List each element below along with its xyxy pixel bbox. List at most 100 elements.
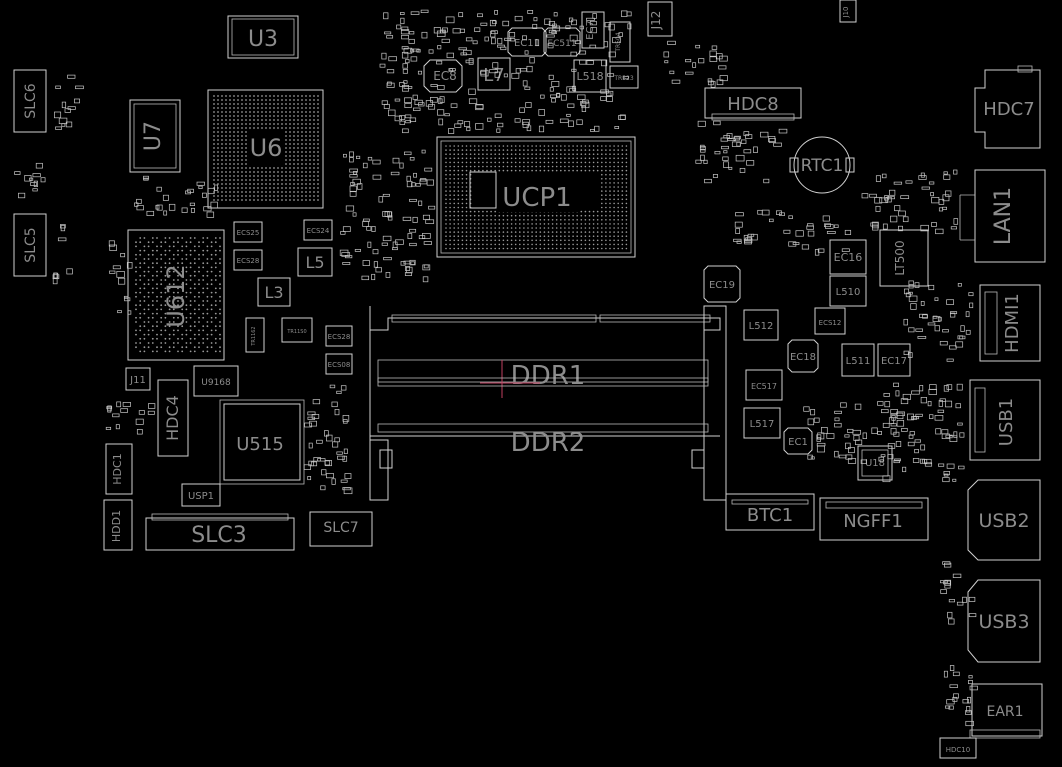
label-lan1: LAN1 bbox=[991, 187, 1016, 245]
component-ec8[interactable]: EC8 bbox=[423, 59, 463, 93]
component-l7[interactable]: L7 bbox=[477, 57, 511, 91]
component-rtc1[interactable]: RTC1 bbox=[789, 136, 855, 194]
component-l3[interactable]: L3 bbox=[257, 277, 291, 307]
component-l511[interactable]: L511 bbox=[841, 343, 875, 377]
label-ec16: EC16 bbox=[834, 251, 863, 264]
label-u7: U7 bbox=[141, 121, 166, 151]
label-ecs28: ECS28 bbox=[237, 257, 260, 265]
label-lt500: LT500 bbox=[893, 240, 907, 275]
component-hdc8[interactable]: HDC8 bbox=[704, 87, 802, 121]
component-btc1[interactable]: BTC1 bbox=[725, 493, 815, 531]
component-ec16[interactable]: EC16 bbox=[829, 239, 867, 275]
label-ec1: EC1 bbox=[788, 437, 808, 448]
component-ec1[interactable]: EC1 bbox=[783, 427, 813, 455]
component-u18[interactable]: U18 bbox=[857, 445, 893, 481]
component-usb2[interactable]: USB2 bbox=[967, 479, 1041, 561]
component-ecs28b[interactable]: ECS28 bbox=[325, 325, 353, 347]
component-ear1[interactable]: EAR1 bbox=[969, 683, 1043, 739]
component-lt500[interactable]: LT500 bbox=[879, 229, 929, 287]
label-l3: L3 bbox=[264, 283, 283, 302]
u612-ball-grid bbox=[135, 237, 221, 353]
label-ec511: EC511 bbox=[547, 39, 576, 49]
component-l510[interactable]: L510 bbox=[829, 275, 867, 307]
component-u3[interactable]: U3 bbox=[227, 15, 299, 59]
component-ddr1[interactable]: DDR1 bbox=[369, 306, 721, 501]
component-slc3[interactable]: SLC3 bbox=[145, 513, 295, 551]
label-ec8: EC8 bbox=[433, 69, 457, 83]
component-u7[interactable]: U7 bbox=[129, 99, 181, 173]
component-u6[interactable]: U6 bbox=[207, 89, 324, 209]
component-ddr2[interactable]: DDR2 bbox=[370, 305, 727, 501]
component-l518[interactable]: L518 bbox=[573, 59, 607, 93]
component-u9168[interactable]: U9168 bbox=[193, 365, 239, 397]
component-usb1[interactable]: USB1 bbox=[969, 379, 1041, 461]
component-tr523[interactable]: TR523 bbox=[609, 65, 639, 89]
component-j11[interactable]: J11 bbox=[125, 367, 151, 391]
component-u612[interactable]: U612 bbox=[127, 229, 225, 361]
component-ec17[interactable]: EC17 bbox=[877, 343, 911, 377]
label-tr1162: TR1162 bbox=[251, 326, 257, 346]
component-tr1162[interactable]: TR1162 bbox=[245, 317, 265, 353]
label-rtc1: RTC1 bbox=[801, 156, 844, 176]
component-hdc4[interactable]: HDC4 bbox=[157, 379, 189, 457]
label-slc7: SLC7 bbox=[323, 520, 358, 536]
component-ec11[interactable]: EC11 bbox=[507, 27, 547, 57]
component-usb3[interactable]: USB3 bbox=[967, 579, 1041, 663]
label-tr523: TR523 bbox=[613, 75, 633, 82]
component-slc7[interactable]: SLC7 bbox=[309, 511, 373, 547]
label-slc5: SLC5 bbox=[23, 227, 39, 262]
label-u515: U515 bbox=[236, 434, 284, 455]
component-usp1[interactable]: USP1 bbox=[181, 483, 221, 507]
component-hdd1[interactable]: HDD1 bbox=[103, 499, 133, 551]
component-lan1[interactable]: LAN1 bbox=[959, 169, 1046, 263]
component-ecs25[interactable]: ECS25 bbox=[233, 221, 263, 243]
label-ec19: EC19 bbox=[709, 280, 735, 291]
label-usb1: USB1 bbox=[996, 398, 1017, 446]
component-slc5[interactable]: SLC5 bbox=[13, 213, 47, 277]
label-u3: U3 bbox=[248, 27, 278, 52]
label-u18: U18 bbox=[865, 458, 885, 469]
component-ucp1[interactable]: UCP1 bbox=[436, 136, 636, 258]
component-ecs12[interactable]: ECS12 bbox=[814, 307, 846, 335]
label-ddr2: DDR2 bbox=[511, 428, 586, 458]
label-u9168: U9168 bbox=[201, 378, 231, 388]
label-ngff1: NGFF1 bbox=[843, 511, 903, 532]
component-ngff1[interactable]: NGFF1 bbox=[819, 497, 929, 541]
label-hdd1: HDD1 bbox=[110, 510, 123, 542]
label-j12: J12 bbox=[649, 11, 663, 31]
label-hdc7: HDC7 bbox=[983, 99, 1034, 120]
component-slc6[interactable]: SLC6 bbox=[13, 69, 47, 133]
component-l512[interactable]: L512 bbox=[743, 309, 779, 341]
label-ec11: EC11 bbox=[514, 38, 540, 49]
component-hdc7[interactable]: HDC7 bbox=[974, 65, 1041, 149]
label-hdc10: HDC10 bbox=[946, 746, 970, 754]
component-u515[interactable]: U515 bbox=[219, 399, 305, 485]
component-ec18[interactable]: EC18 bbox=[787, 339, 819, 373]
component-j10[interactable]: J10 bbox=[839, 0, 857, 23]
component-ecs28[interactable]: ECS28 bbox=[233, 249, 263, 271]
label-l510: L510 bbox=[836, 287, 861, 298]
component-ec517[interactable]: EC517 bbox=[745, 369, 783, 401]
component-tr504[interactable]: TR504 bbox=[609, 21, 631, 63]
component-tr11s0[interactable]: TR11S0 bbox=[281, 317, 313, 343]
label-slc3: SLC3 bbox=[191, 523, 247, 548]
component-hdc1[interactable]: HDC1 bbox=[105, 443, 133, 495]
label-ecs24: ECS24 bbox=[307, 227, 330, 235]
label-hdc8: HDC8 bbox=[727, 94, 778, 115]
label-ecs28b: ECS28 bbox=[328, 333, 351, 341]
label-j11: J11 bbox=[129, 375, 146, 386]
component-l5[interactable]: L5 bbox=[297, 247, 333, 277]
label-hdc1: HDC1 bbox=[111, 453, 124, 484]
component-l517[interactable]: L517 bbox=[743, 407, 781, 439]
component-hdmi1[interactable]: HDMI1 bbox=[979, 284, 1041, 362]
component-j12[interactable]: J12 bbox=[647, 1, 673, 37]
smd-passive-components bbox=[14, 9, 978, 727]
component-hdc10[interactable]: HDC10 bbox=[939, 737, 977, 759]
component-ec19[interactable]: EC19 bbox=[703, 265, 741, 303]
component-ecs24[interactable]: ECS24 bbox=[303, 219, 333, 241]
label-l517: L517 bbox=[750, 419, 775, 430]
label-l512: L512 bbox=[749, 321, 774, 332]
component-ecs08[interactable]: ECS08 bbox=[325, 353, 353, 375]
